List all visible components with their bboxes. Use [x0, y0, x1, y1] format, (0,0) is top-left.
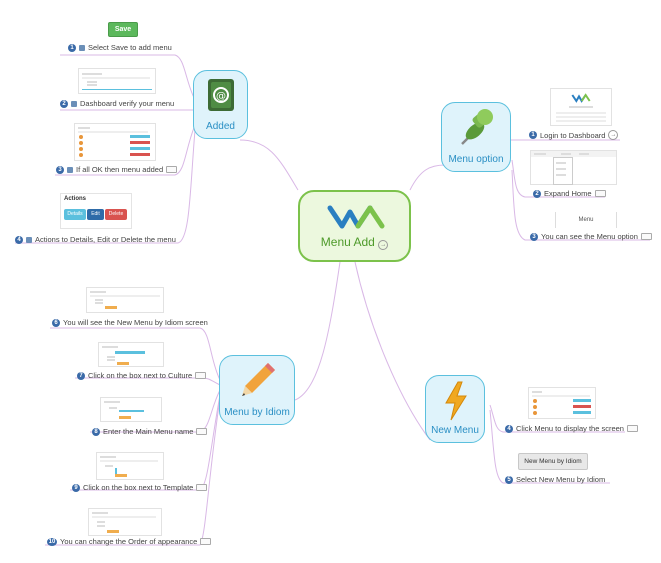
template-thumbnail — [96, 452, 164, 480]
actions-panel-image: Actions Details Edit Delete — [60, 193, 132, 229]
note-icon[interactable] — [166, 166, 178, 173]
added-leaf-3-text: If all OK then menu added — [76, 165, 164, 174]
menu-box-image: Menu — [555, 212, 617, 228]
step-number: 8 — [92, 427, 100, 436]
step-number: 6 — [52, 318, 60, 327]
idiom-leaf-8[interactable]: 8 Enter the Main Menu name — [92, 427, 208, 436]
step-number: 1 — [68, 43, 76, 52]
menu-option-label: Menu option — [448, 154, 504, 165]
added-leaf-4[interactable]: 4 Actions to Details, Edit or Delete the… — [15, 235, 176, 244]
note-icon[interactable] — [626, 425, 638, 432]
new-menu-label: New Menu — [431, 425, 479, 436]
idiom-leaf-7[interactable]: 7 Click on the box next to Culture — [77, 371, 207, 380]
arrow-right-icon[interactable]: → — [608, 130, 619, 140]
step-number: 4 — [505, 424, 513, 433]
step-number: 3 — [56, 165, 64, 174]
menu-list-thumbnail — [74, 123, 156, 161]
added-leaf-2-text: Dashboard verify your menu — [80, 99, 175, 108]
arrow-right-icon[interactable]: → — [378, 240, 389, 250]
idiom-leaf-6[interactable]: 6 You will see the New Menu by Idiom scr… — [52, 318, 208, 327]
step-number: 10 — [47, 537, 57, 546]
svg-text:@: @ — [216, 91, 226, 102]
step-number: 3 — [530, 232, 538, 241]
note-icon[interactable] — [195, 372, 207, 379]
expand-home-thumbnail — [530, 150, 617, 185]
added-leaf-2[interactable]: 2 Dashboard verify your menu — [60, 99, 174, 108]
idiom-leaf-10-text: You can change the Order of appearance — [60, 537, 198, 546]
idiom-leaf-8-text: Enter the Main Menu name — [103, 427, 194, 436]
step-icon — [71, 100, 77, 107]
step-number: 9 — [72, 483, 80, 492]
step-number: 2 — [533, 189, 541, 198]
note-icon[interactable] — [640, 233, 652, 240]
idiom-leaf-10[interactable]: 10 You can change the Order of appearanc… — [47, 537, 212, 546]
menu-option-leaf-1[interactable]: 1 Login to Dashboard → — [529, 130, 619, 140]
new-menu-by-idiom-button-image[interactable]: New Menu by Idiom — [518, 453, 588, 470]
lightning-icon — [445, 381, 467, 421]
menu-option-leaf-2-text: Expand Home — [544, 189, 592, 198]
menu-option-node[interactable]: Menu option — [441, 102, 511, 172]
menu-screen-thumbnail — [528, 387, 596, 419]
delete-button[interactable]: Delete — [105, 209, 127, 220]
new-menu-leaf-5-text: Select New Menu by Idiom — [516, 475, 606, 484]
note-icon[interactable] — [200, 538, 212, 545]
new-menu-leaf-4[interactable]: 4 Click Menu to display the screen — [505, 424, 638, 433]
new-menu-leaf-5[interactable]: 5 Select New Menu by Idiom — [505, 475, 605, 484]
dashboard-thumbnail — [78, 68, 156, 94]
order-thumbnail — [88, 508, 162, 536]
details-button[interactable]: Details — [64, 209, 86, 220]
actions-title: Actions — [64, 196, 87, 202]
menu-by-idiom-label: Menu by Idiom — [224, 407, 290, 418]
added-leaf-4-text: Actions to Details, Edit or Delete the m… — [35, 235, 176, 244]
step-number: 5 — [505, 475, 513, 484]
note-icon[interactable] — [196, 428, 208, 435]
address-book-icon: @ — [208, 79, 234, 111]
pencil-icon — [242, 363, 275, 396]
added-label: Added — [206, 121, 235, 132]
new-menu-node[interactable]: New Menu — [425, 375, 485, 443]
added-leaf-1-text: Select Save to add menu — [88, 43, 172, 52]
note-icon[interactable] — [594, 190, 606, 197]
step-icon — [79, 44, 85, 51]
step-number: 2 — [60, 99, 68, 108]
menu-by-idiom-node[interactable]: Menu by Idiom — [219, 355, 295, 425]
new-menu-leaf-4-text: Click Menu to display the screen — [516, 424, 624, 433]
idiom-leaf-9-text: Click on the box next to Template — [83, 483, 194, 492]
step-number: 4 — [15, 235, 23, 244]
main-menu-name-thumbnail — [100, 397, 162, 422]
culture-thumbnail — [98, 342, 164, 367]
idiom-leaf-6-text: You will see the New Menu by Idiom scree… — [63, 318, 208, 327]
added-leaf-1[interactable]: 1 Select Save to add menu — [68, 43, 172, 52]
new-menu-screen-thumbnail — [86, 287, 164, 313]
menu-logo-icon — [327, 205, 385, 229]
menu-logo-icon — [571, 93, 591, 103]
step-icon — [67, 166, 73, 173]
save-button-image[interactable]: Save — [108, 22, 138, 37]
step-icon — [26, 236, 32, 243]
menu-option-leaf-1-text: Login to Dashboard — [540, 130, 606, 140]
note-icon[interactable] — [196, 484, 208, 491]
idiom-leaf-9[interactable]: 9 Click on the box next to Template — [72, 483, 208, 492]
edit-button[interactable]: Edit — [87, 209, 104, 220]
pushpin-icon — [461, 109, 493, 145]
center-label: Menu Add — [320, 235, 375, 249]
menu-option-leaf-2[interactable]: 2 Expand Home — [533, 189, 606, 198]
added-leaf-3[interactable]: 3 If all OK then menu added — [56, 165, 178, 174]
idiom-leaf-7-text: Click on the box next to Culture — [88, 371, 193, 380]
menu-option-leaf-3-text: You can see the Menu option — [541, 232, 638, 241]
added-node[interactable]: @ Added — [193, 70, 248, 139]
step-number: 7 — [77, 371, 85, 380]
step-number: 1 — [529, 131, 537, 139]
center-node[interactable]: Menu Add → — [298, 190, 411, 262]
login-thumbnail — [550, 88, 612, 126]
menu-option-leaf-3[interactable]: 3 You can see the Menu option — [530, 232, 652, 241]
